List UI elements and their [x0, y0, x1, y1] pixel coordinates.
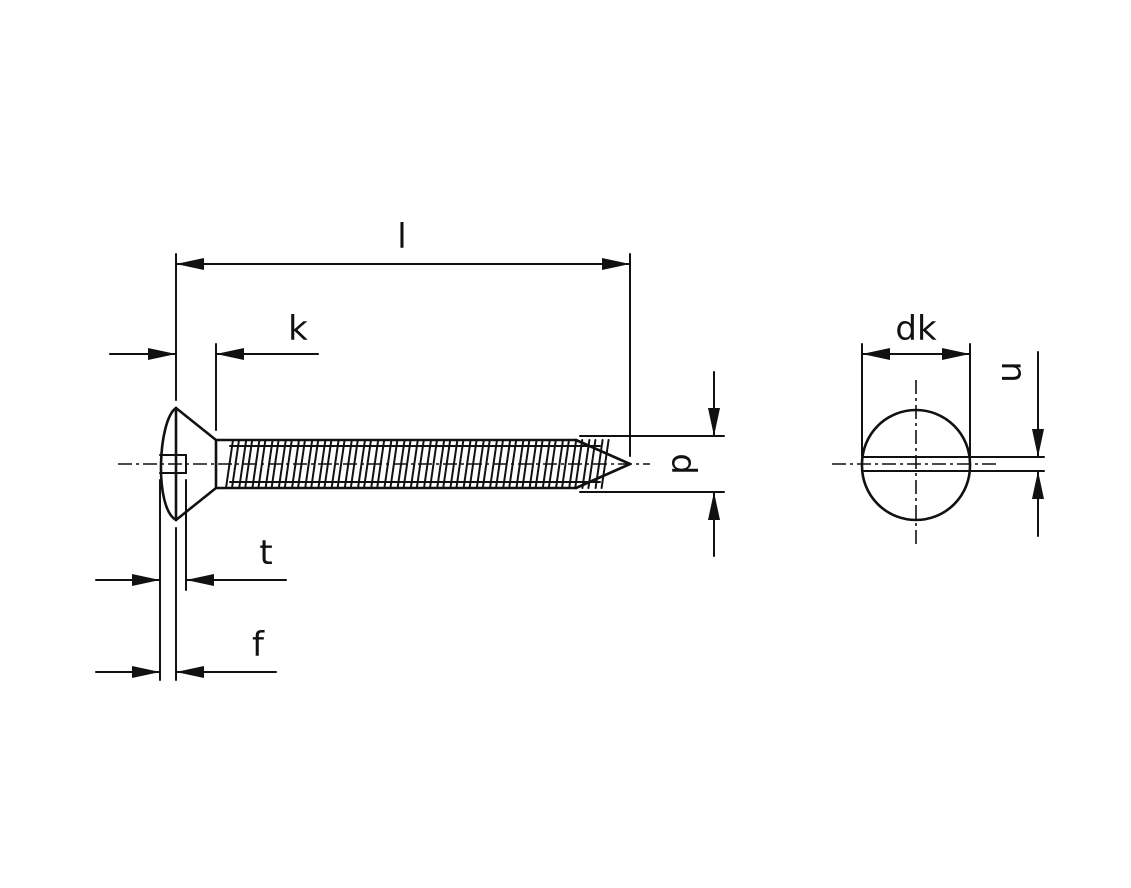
dk-arrow-right — [942, 348, 970, 360]
thread-crest-line — [423, 439, 432, 489]
thread-crest-line — [449, 439, 459, 489]
dimension-raise-height: f — [95, 527, 277, 681]
thread-diameter-label: d — [663, 453, 703, 475]
thread-crest-line — [330, 439, 340, 489]
thread-root-line — [495, 439, 504, 489]
head-height-label: k — [288, 309, 308, 349]
raised-head-outline — [159, 406, 178, 522]
thread-root-line — [547, 439, 557, 489]
slot-width-label: n — [993, 361, 1033, 383]
thread-root-line — [297, 439, 306, 489]
dimension-slot-depth: t — [95, 479, 287, 681]
length-arrow-left — [176, 258, 204, 270]
thread-crest-line — [436, 439, 446, 489]
thread-crest-line — [238, 439, 248, 489]
thread-crest-line — [304, 439, 314, 489]
end-view-head-outline — [860, 408, 972, 522]
thread-crest-line — [568, 439, 578, 489]
head-diameter-label: dk — [895, 309, 937, 349]
thread-root-line — [587, 439, 597, 489]
countersink-cone — [174, 406, 218, 522]
thread-root-line — [376, 439, 386, 489]
k-arrow-left — [148, 348, 176, 360]
end-view — [832, 380, 1045, 548]
thread-crest-line — [462, 439, 472, 489]
thread-root-line — [336, 439, 346, 489]
dimension-slot-width: n — [993, 351, 1044, 537]
thread-crest-line — [225, 439, 234, 489]
thread-crest-line — [528, 439, 538, 489]
raise-height-label: f — [252, 625, 265, 665]
thread-root-line — [310, 439, 320, 489]
n-arrow-bottom — [1032, 471, 1044, 499]
thread-root-line — [283, 439, 293, 489]
thread-root-line — [389, 439, 399, 489]
thread-root-line — [231, 439, 240, 489]
thread-crest-line — [502, 439, 512, 489]
slot-depth-label: t — [259, 533, 272, 573]
k-arrow-right — [216, 348, 244, 360]
thread-crest-line — [475, 439, 485, 489]
thread-crest-line — [383, 439, 393, 489]
thread-root-line — [363, 439, 372, 489]
f-arrow-left — [132, 666, 160, 678]
thread-root-line — [521, 439, 531, 489]
thread-crest-line — [555, 439, 564, 489]
thread-root-line — [534, 439, 544, 489]
thread-crest-line — [251, 439, 261, 489]
thread-crest-line — [357, 439, 366, 489]
t-arrow-right — [186, 574, 214, 586]
thread-crest-line — [515, 439, 525, 489]
thread-crest-line — [317, 439, 327, 489]
thread-root-line — [323, 439, 333, 489]
dimension-length: l — [175, 217, 631, 457]
thread-root-line — [508, 439, 518, 489]
thread-crest-line — [489, 439, 498, 489]
thread-root-line — [561, 439, 570, 489]
thread-root-line — [402, 439, 412, 489]
thread-root-line — [270, 439, 280, 489]
thread-crest-line — [370, 439, 380, 489]
thread-root-line — [468, 439, 478, 489]
d-arrow-bottom — [708, 492, 720, 520]
thread-crest-line — [541, 439, 551, 489]
thread-root-line — [455, 439, 465, 489]
dimension-thread-diameter: d — [579, 371, 725, 557]
dimension-head-diameter: dk — [861, 309, 971, 457]
thread-root-line — [574, 439, 584, 489]
thread-root-line — [600, 439, 610, 489]
n-arrow-top — [1032, 429, 1044, 457]
thread-root-line — [415, 439, 425, 489]
thread-crest-line — [409, 439, 419, 489]
side-view — [118, 406, 650, 522]
dk-arrow-left — [862, 348, 890, 360]
f-arrow-right — [176, 666, 204, 678]
d-arrow-top — [708, 408, 720, 436]
thread-crest-line — [581, 439, 591, 489]
length-label: l — [397, 217, 406, 257]
thread-pattern — [225, 439, 610, 489]
t-arrow-left — [132, 574, 160, 586]
thread-crest-line — [277, 439, 287, 489]
thread-root-line — [429, 439, 438, 489]
length-arrow-right — [602, 258, 630, 270]
dimension-head-height: k — [109, 309, 319, 431]
thread-root-line — [349, 439, 359, 489]
thread-root-line — [442, 439, 452, 489]
thread-crest-line — [291, 439, 300, 489]
thread-crest-line — [264, 439, 274, 489]
thread-crest-line — [396, 439, 406, 489]
thread-root-line — [257, 439, 267, 489]
thread-crest-line — [594, 439, 604, 489]
thread-root-line — [481, 439, 491, 489]
thread-root-line — [244, 439, 254, 489]
thread-crest-line — [343, 439, 353, 489]
